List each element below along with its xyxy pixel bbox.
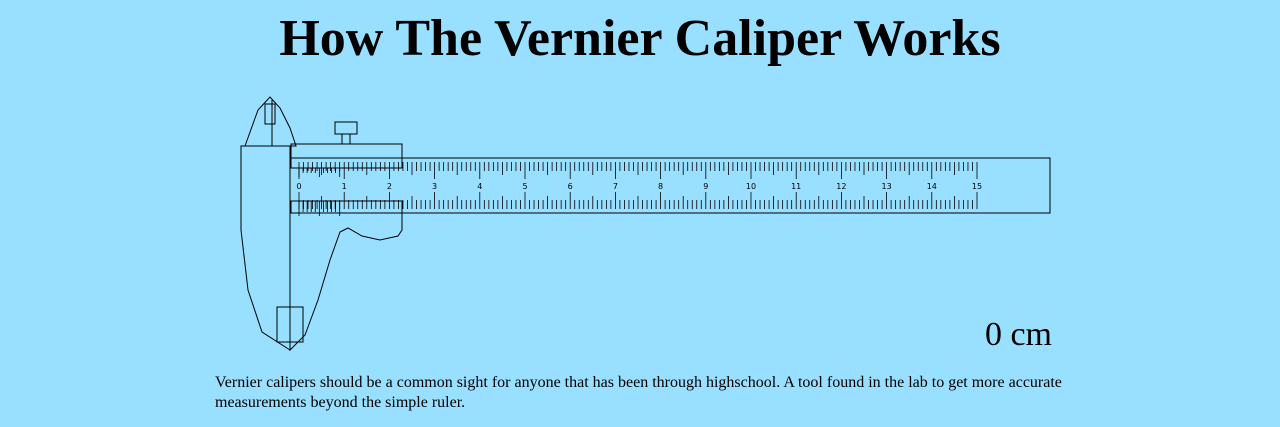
vernier-slider-bottom (290, 200, 403, 214)
main-scale-label: 15 (972, 182, 982, 191)
main-scale-label: 10 (746, 182, 756, 191)
main-scale-label: 6 (568, 182, 573, 191)
description-text: Vernier calipers should be a common sigh… (215, 374, 1062, 411)
main-scale-label: 2 (387, 182, 392, 191)
main-scale-label: 3 (432, 182, 437, 191)
measurement-reading: 0 cm (984, 316, 1052, 353)
main-scale-label: 7 (613, 182, 618, 191)
main-scale-bottom-ticks (298, 192, 978, 209)
page-title: How The Vernier Caliper Works (279, 10, 1001, 67)
vernier-scale-top-ticks (298, 168, 341, 177)
main-scale-label: 5 (522, 182, 527, 191)
main-scale-label: 14 (927, 182, 937, 191)
main-scale-label: 8 (658, 182, 663, 191)
main-scale-top-ticks (298, 162, 978, 179)
main-scale-label: 0 (296, 182, 301, 191)
fixed-lower-jaw (240, 145, 291, 351)
main-scale-label: 4 (477, 182, 482, 191)
main-scale-label: 9 (703, 182, 708, 191)
main-scale-label: 13 (882, 182, 892, 191)
fixed-upper-jaw-notch (264, 103, 276, 125)
fixed-upper-jaw (244, 96, 297, 147)
main-scale-label: 1 (342, 182, 347, 191)
thumb-screw-knob (334, 121, 358, 135)
vernier-scale-bottom-ticks (298, 201, 341, 216)
sliding-lower-jaw (289, 212, 403, 352)
main-scale-label: 11 (791, 182, 801, 191)
main-scale-label: 12 (836, 182, 846, 191)
thumb-screw-stem (341, 133, 351, 145)
